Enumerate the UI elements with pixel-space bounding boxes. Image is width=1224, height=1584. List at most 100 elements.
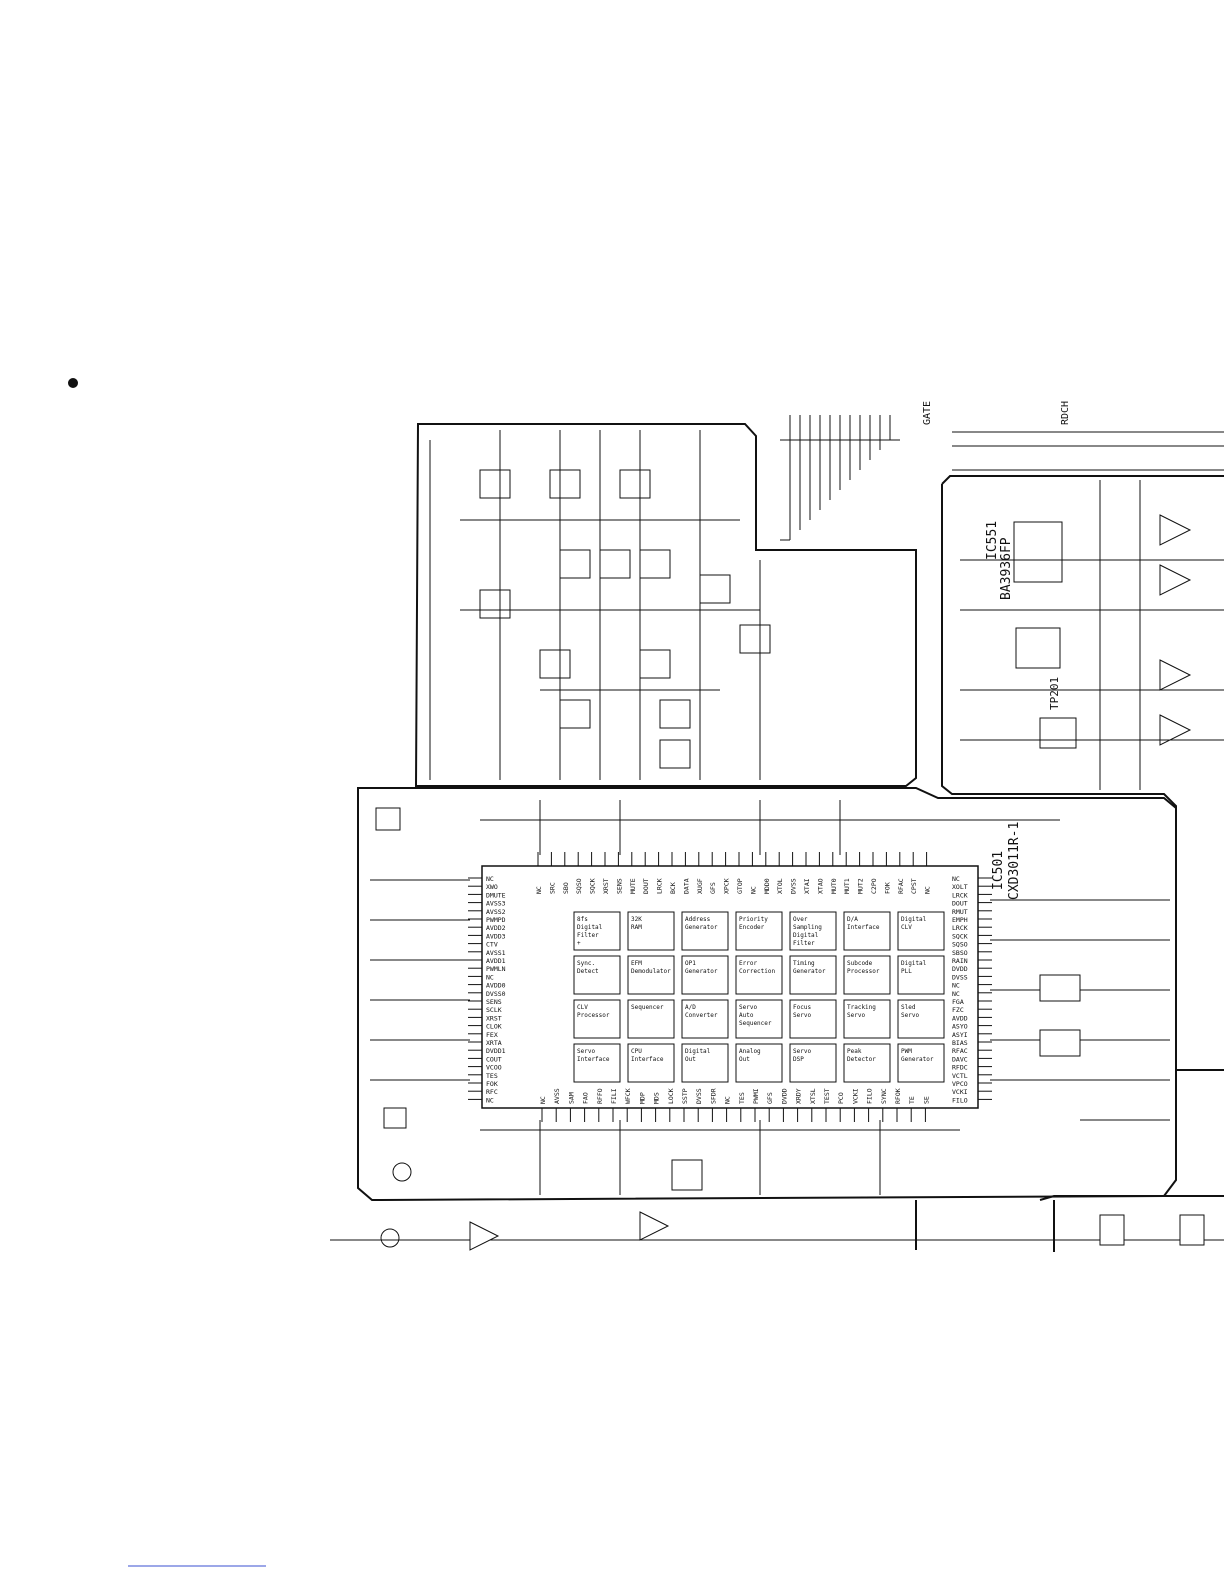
ic501-function-block-label: Detect xyxy=(577,968,599,975)
ic501-bottom-pin-label: PWMI xyxy=(752,1088,760,1104)
ic501-function-block-label: 32K xyxy=(631,916,642,923)
ic501-function-block-label: Peak xyxy=(847,1048,862,1055)
ic501-left-pin-label: NC xyxy=(486,1096,494,1104)
ic501-top-pin-label: XUGF xyxy=(696,878,704,894)
ic501-right-pin-label: ASYO xyxy=(952,1023,968,1031)
ic501-left-pin-label: XWO xyxy=(486,883,498,891)
ic501-function-block-label: D/A xyxy=(847,916,858,923)
ic501-bottom-pin-label: DVSS xyxy=(695,1088,703,1104)
ic501-right-pin-label: RMUT xyxy=(952,908,968,916)
ic501-function-block xyxy=(573,955,621,995)
ic501-right-pin-label: VCTL xyxy=(952,1072,968,1080)
ic501-function-block-label: Converter xyxy=(685,1012,718,1019)
ic501-function-block-label: Correction xyxy=(739,968,776,975)
ic501-right-pin-label: ASYI xyxy=(952,1031,968,1039)
ic501-top-pin-label: XTOL xyxy=(776,878,784,894)
driver-opamps xyxy=(960,480,1224,790)
ic501-function-block-label: Filter xyxy=(793,940,815,947)
ic501-right-pin-label: VPCO xyxy=(952,1080,968,1088)
ic501-function-block-label: Subcode xyxy=(847,960,873,967)
ic501-right-pin-label: AVDD xyxy=(952,1014,968,1022)
ic501-top-pin-label: DOUT xyxy=(642,878,650,894)
ic501-right-pin-label: NC xyxy=(952,990,960,998)
ic501-function-block xyxy=(897,955,945,995)
ic501-bottom-pin-label: AVSS xyxy=(553,1088,561,1104)
bottom-circuits xyxy=(330,1211,1224,1251)
ic501-function-block-label: RAM xyxy=(631,924,642,931)
ic501-left-pin-label: CLOK xyxy=(486,1023,502,1031)
ic501-bottom-pin-label: VCKI xyxy=(851,1088,859,1104)
ic501-function-block-label: Interface xyxy=(847,924,880,931)
ic501-bottom-pin-label: RFFO xyxy=(596,1088,604,1104)
ic501-function-block-label: Servo xyxy=(901,1012,919,1019)
ic501-function-block-label: Servo xyxy=(793,1012,811,1019)
ic551-box xyxy=(1013,521,1063,583)
ic501-top-pin-label: MDD0 xyxy=(763,878,771,894)
ic501-function-block-label: Focus xyxy=(793,1004,811,1011)
ic501-function-block-label: A/D xyxy=(685,1004,696,1011)
ic501-function-block-label: Generator xyxy=(793,968,826,975)
ic501-left-pin-label: SENS xyxy=(486,998,502,1006)
ic501-function-block-label: Interface xyxy=(577,1056,610,1063)
ic501-top-pin-label: FOK xyxy=(883,882,891,894)
ic501-function-block xyxy=(573,999,621,1039)
ic501-bottom-pin-label: LOCK xyxy=(667,1088,675,1104)
ic501-function-block xyxy=(789,911,837,951)
ic501-top-pin-label: SQCK xyxy=(589,878,597,894)
ic501-right-pin-label: DOUT xyxy=(952,900,968,908)
ic501-top-pin-label: XTAO xyxy=(816,878,824,894)
ic501-function-block xyxy=(789,955,837,995)
ic551-part: BA3936FP xyxy=(999,537,1014,600)
ic501-function-block-label: Auto xyxy=(739,1012,754,1019)
dsp-block-border xyxy=(357,787,1177,1202)
ic501-left-pin-label: TES xyxy=(486,1072,498,1080)
ic501-bottom-pin-label: FAO xyxy=(582,1092,590,1104)
driver-block-border xyxy=(941,475,1224,485)
ic501-right-pin-label: LRCK xyxy=(952,924,968,932)
ic501-function-block-label: Priority xyxy=(739,916,768,923)
ic501-bottom-pin-label: SSTP xyxy=(681,1088,689,1104)
ic501-right-pin-label: SQSO xyxy=(952,941,968,949)
ic501-function-block-label: DSP xyxy=(793,1056,804,1063)
ic501-function-block-label: Sequencer xyxy=(631,1004,664,1011)
ic501-function-block-label: Digital xyxy=(793,932,819,939)
lower-right-border xyxy=(1039,1195,1224,1201)
ic501-function-block-label: 8fs xyxy=(577,916,588,923)
ic501-top-pin-label: SQSO xyxy=(575,878,583,894)
ic501-right-pin-label: FGA xyxy=(952,998,964,1006)
ic501-right-pin-label: NC xyxy=(952,982,960,990)
ic501-right-pin-label: FILO xyxy=(952,1096,968,1104)
top-connector xyxy=(780,415,900,541)
ic501-left-pin-label: PWMLN xyxy=(486,965,506,973)
ic501-ref: IC501 xyxy=(991,851,1006,890)
ic501-left-pin-label: VCOO xyxy=(486,1064,502,1072)
ic501-function-block-label: Sled xyxy=(901,1004,916,1011)
ic501-function-block-label: Servo xyxy=(739,1004,757,1011)
ic501-bottom-pin-label: MDP xyxy=(638,1092,646,1104)
ic501-left-pin-label: AVSS2 xyxy=(486,908,506,916)
ic501-function-block-label: Sequencer xyxy=(739,1020,772,1027)
ic501-top-pin-label: MUT2 xyxy=(857,878,865,894)
ic501-left-pin-label: XRTA xyxy=(486,1039,502,1047)
ic501-bottom-pin-label: SAM xyxy=(567,1092,575,1104)
test-point-label: TP201 xyxy=(1048,677,1061,710)
ic501-function-block-label: Detector xyxy=(847,1056,876,1063)
ic501-function-block-label: Processor xyxy=(847,968,880,975)
ic501-function-block-label: Servo xyxy=(793,1048,811,1055)
ic501-right-pin-label: DVDD xyxy=(952,965,968,973)
ic501-right-pin-label: SQCK xyxy=(952,932,968,940)
ic501-left-pin-label: COUT xyxy=(486,1055,502,1063)
ic501-bottom-pin-label: SYNC xyxy=(880,1088,888,1104)
ic501-function-block-label: Digital xyxy=(685,1048,711,1055)
ic501-function-block xyxy=(789,1043,837,1083)
ic501-bottom-pin-label: RFOK xyxy=(894,1088,902,1104)
ic501-function-block-label: Digital xyxy=(901,916,927,923)
dsp-wiring xyxy=(370,800,1170,1195)
ic501-bottom-pin-label: TEST xyxy=(823,1088,831,1104)
ic501-function-block-label: CPU xyxy=(631,1048,642,1055)
ic501-function-block-label: PWM xyxy=(901,1048,912,1055)
ic501-bottom-pin-label: NC xyxy=(724,1096,732,1104)
ic501-left-pin-label: SCLK xyxy=(486,1006,502,1014)
